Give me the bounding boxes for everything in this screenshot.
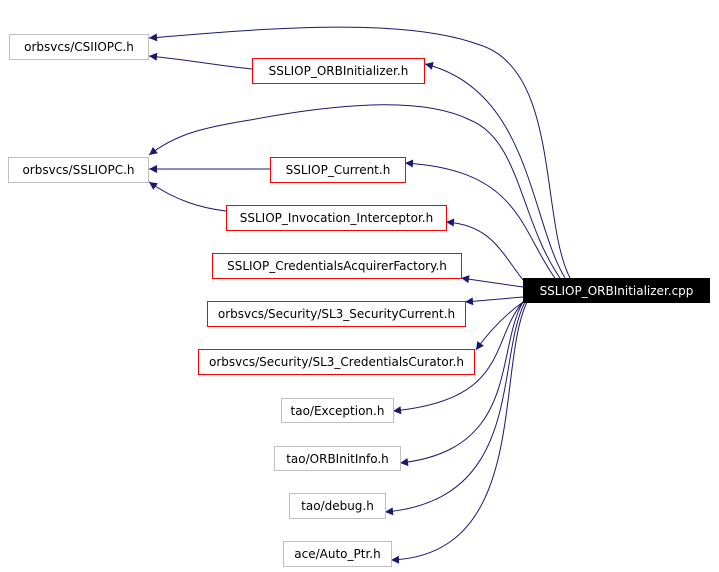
node-tao-orbinitinfo-h[interactable]: tao/ORBInitInfo.h: [274, 446, 401, 471]
edge-cpp-sl3current: [464, 296, 524, 306]
node-credentials-acquirer-factory-h[interactable]: SSLIOP_CredentialsAcquirerFactory.h: [212, 253, 462, 279]
edge-cpp-exception: [392, 301, 524, 415]
node-root-cpp: SSLIOP_ORBInitializer.cpp: [523, 278, 710, 303]
edge-cpp-orbinitinfo: [399, 301, 524, 467]
edge-cpp-debug: [384, 301, 526, 516]
edge-cpp-ssliopc: [148, 104, 561, 279]
node-tao-exception-h[interactable]: tao/Exception.h: [281, 398, 394, 423]
edge-cpp-current: [404, 159, 556, 279]
node-sl3-credentials-curator-h[interactable]: orbsvcs/Security/SL3_CredentialsCurator.…: [198, 349, 475, 375]
edge-invocation-ssliopc: [148, 181, 227, 212]
edge-cpp-sl3curator: [475, 301, 524, 351]
edge-orbinit-csiiopc: [148, 52, 253, 70]
node-ssliopc[interactable]: orbsvcs/SSLIOPC.h: [8, 157, 149, 183]
edge-cpp-invocation: [445, 218, 524, 281]
node-current-h[interactable]: SSLIOP_Current.h: [270, 157, 406, 183]
node-invocation-interceptor-h[interactable]: SSLIOP_Invocation_Interceptor.h: [226, 205, 447, 231]
edge-cpp-credfactory: [460, 275, 524, 288]
edge-cpp-orbinit: [424, 62, 566, 279]
node-csiiopc[interactable]: orbsvcs/CSIIOPC.h: [9, 34, 149, 60]
edge-cpp-csiiopc: [148, 26, 571, 279]
edge-cpp-autoptr: [390, 301, 528, 564]
node-ace-auto-ptr-h[interactable]: ace/Auto_Ptr.h: [283, 541, 392, 567]
node-orbinitializer-h[interactable]: SSLIOP_ORBInitializer.h: [252, 58, 425, 84]
node-tao-debug-h[interactable]: tao/debug.h: [289, 493, 386, 519]
node-sl3-security-current-h[interactable]: orbsvcs/Security/SL3_SecurityCurrent.h: [207, 301, 466, 327]
